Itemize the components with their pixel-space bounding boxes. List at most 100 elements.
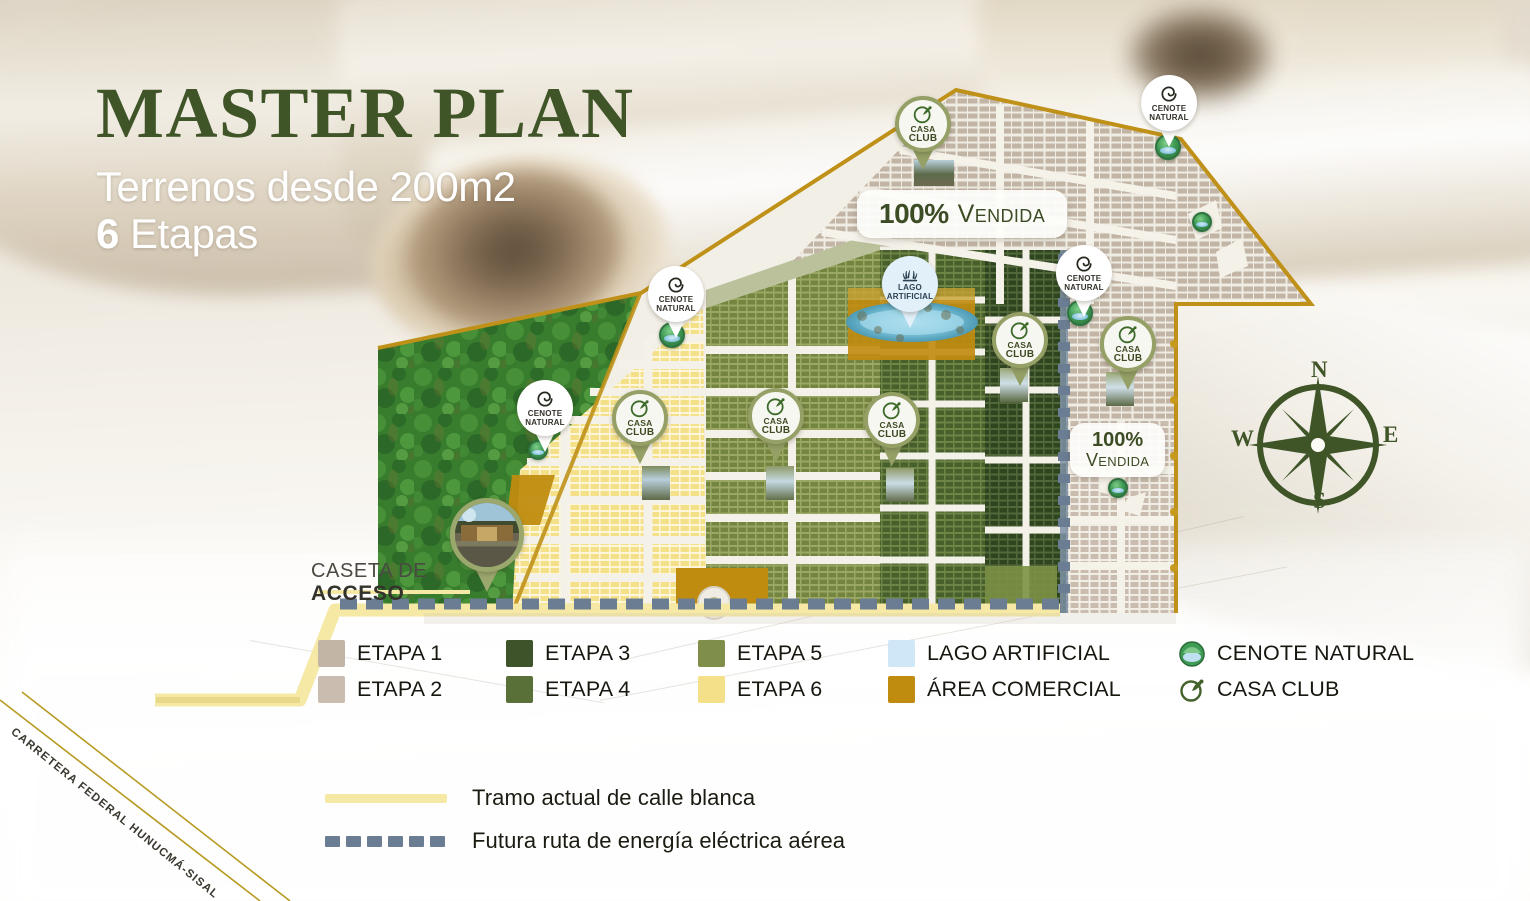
legend: ETAPA 1 ETAPA 3 ETAPA 5 LAGO ARTIFICIAL … <box>318 640 1414 703</box>
pin-label: CASA CLUB <box>908 124 938 144</box>
pin-label-line2: CLUB <box>1005 348 1035 360</box>
line-legend-item-tramo: Tramo actual de calle blanca <box>325 785 845 811</box>
pin-access-photo[interactable] <box>450 498 524 592</box>
line-legend-label: Tramo actual de calle blanca <box>472 785 756 810</box>
legend-swatch <box>698 676 725 703</box>
caseta-de-acceso-label: CASETA DE ACCESO <box>311 560 427 606</box>
stages-count: 6 <box>96 209 119 257</box>
pin-label-line2: NATURAL <box>1064 282 1104 292</box>
subtitle-lots: Terrenos desde 200m2 <box>96 162 516 210</box>
pin-head: CENOTE NATURAL <box>1056 245 1112 301</box>
pin-casa-club-west[interactable]: CASA CLUB <box>612 390 668 464</box>
pin-head: CASA CLUB <box>992 312 1048 368</box>
pin-head: CASA CLUB <box>895 96 951 152</box>
pin-head: CENOTE NATURAL <box>648 266 704 322</box>
legend-swatch <box>698 640 725 667</box>
dashed-line-key <box>325 835 450 847</box>
legend-swatch <box>888 676 915 703</box>
legend-item-lago-artificial: LAGO ARTIFICIAL <box>888 640 1178 667</box>
pin-cenote-west[interactable]: CENOTE NATURAL <box>648 266 704 338</box>
legend-swatch <box>506 640 533 667</box>
pin-label: CENOTE NATURAL <box>1064 274 1104 292</box>
pin-label: LAGO ARTIFICIAL <box>887 283 933 301</box>
legend-label: ÁREA COMERCIAL <box>927 677 1121 701</box>
pin-label: CENOTE NATURAL <box>525 409 564 427</box>
lago-artificial-icon <box>902 269 918 282</box>
pin-casa-club-center-right[interactable]: CASA CLUB <box>992 312 1048 386</box>
casa-club-icon <box>1118 326 1137 344</box>
pin-cenote-top-right[interactable]: CENOTE NATURAL <box>1141 75 1197 147</box>
map-photo-casa-club-mid-left <box>766 466 794 500</box>
stages-word: Etapas <box>118 209 258 257</box>
cenote-marker-south-east <box>1108 478 1128 498</box>
legend-label: CASA CLUB <box>1217 677 1340 701</box>
pin-head: CASA CLUB <box>864 392 920 448</box>
solid-line-key <box>325 793 450 803</box>
casa-club-icon <box>1010 322 1029 340</box>
badge-percent: 100% <box>1092 429 1144 451</box>
pin-casa-club-east[interactable]: CASA CLUB <box>1100 316 1156 390</box>
pin-label: CASA CLUB <box>1113 344 1143 364</box>
caseta-line1: CASETA DE <box>311 560 428 582</box>
line-legend-item-energia: Futura ruta de energía eléctrica aérea <box>325 828 845 854</box>
badge-100-vendida-east: 100% Vendida <box>1070 423 1166 477</box>
pin-label-line2: CLUB <box>625 426 655 438</box>
legend-swatch <box>318 640 345 667</box>
legend-label: ETAPA 2 <box>357 677 443 701</box>
pin-label-line2: CLUB <box>908 132 938 144</box>
pin-label: CASA CLUB <box>761 416 791 436</box>
legend-swatch <box>506 676 533 703</box>
casa-club-icon <box>882 402 901 420</box>
legend-label: ETAPA 3 <box>545 641 631 665</box>
line-legend: Tramo actual de calle blanca Futura ruta… <box>325 785 845 871</box>
pin-label-line2: CLUB <box>1113 352 1143 364</box>
legend-item-etapa-5: ETAPA 5 <box>698 640 888 667</box>
dash-group <box>325 835 445 847</box>
badge-label: Vendida <box>1086 450 1150 470</box>
pin-casa-club-mid[interactable]: CASA CLUB <box>864 392 920 466</box>
pin-head: CENOTE NATURAL <box>1141 75 1197 131</box>
pin-lago-artificial[interactable]: LAGO ARTIFICIAL <box>882 256 938 328</box>
pin-label-line2: NATURAL <box>1149 112 1189 122</box>
pin-head: CASA CLUB <box>1100 316 1156 372</box>
line-legend-label: Futura ruta de energía eléctrica aérea <box>472 828 846 853</box>
cenote-icon <box>1161 86 1177 102</box>
pin-casa-club-north[interactable]: CASA CLUB <box>895 96 951 170</box>
legend-item-etapa-1: ETAPA 1 <box>318 640 506 667</box>
legend-swatch <box>318 676 345 703</box>
cenote-icon <box>668 277 684 293</box>
pin-head: CASA CLUB <box>748 388 804 444</box>
pin-head: CENOTE NATURAL <box>517 380 573 436</box>
pin-label: CASA CLUB <box>625 418 655 438</box>
pin-label-line2: CLUB <box>761 424 791 436</box>
legend-item-casa-club: CASA CLUB <box>1178 676 1414 703</box>
compass-north-label: N <box>1311 357 1328 382</box>
pin-label: CENOTE NATURAL <box>656 295 696 313</box>
pin-cenote-left[interactable]: CENOTE NATURAL <box>517 380 573 452</box>
badge-100-vendida-north: 100% Vendida <box>857 190 1068 238</box>
pin-label-line2: CLUB <box>877 428 907 440</box>
pin-head-photo <box>450 498 524 572</box>
pin-label-line2: NATURAL <box>656 303 696 313</box>
cenote-icon <box>537 391 553 407</box>
pin-cenote-center-right[interactable]: CENOTE NATURAL <box>1056 245 1112 317</box>
casa-club-icon <box>766 398 785 416</box>
badge-percent: 100% <box>879 198 949 229</box>
casa-club-icon <box>1178 676 1205 703</box>
casa-club-icon <box>913 106 932 124</box>
casa-club-icon <box>630 400 649 418</box>
pin-head: CASA CLUB <box>612 390 668 446</box>
legend-item-etapa-3: ETAPA 3 <box>506 640 698 667</box>
map-photo-casa-club-west <box>642 466 670 500</box>
compass-south-label: S <box>1313 488 1326 513</box>
page-title: MASTER PLAN <box>96 73 635 153</box>
legend-label: CENOTE NATURAL <box>1217 641 1415 665</box>
compass-rose: N E S W <box>1231 357 1403 530</box>
pin-label: CASA CLUB <box>1005 340 1035 360</box>
cenote-icon <box>1076 256 1092 272</box>
legend-label: ETAPA 4 <box>545 677 631 701</box>
entrance-photo-icon <box>455 503 519 567</box>
pin-head: LAGO ARTIFICIAL <box>882 256 938 312</box>
pin-casa-club-mid-left[interactable]: CASA CLUB <box>748 388 804 462</box>
compass-east-label: E <box>1383 422 1399 447</box>
